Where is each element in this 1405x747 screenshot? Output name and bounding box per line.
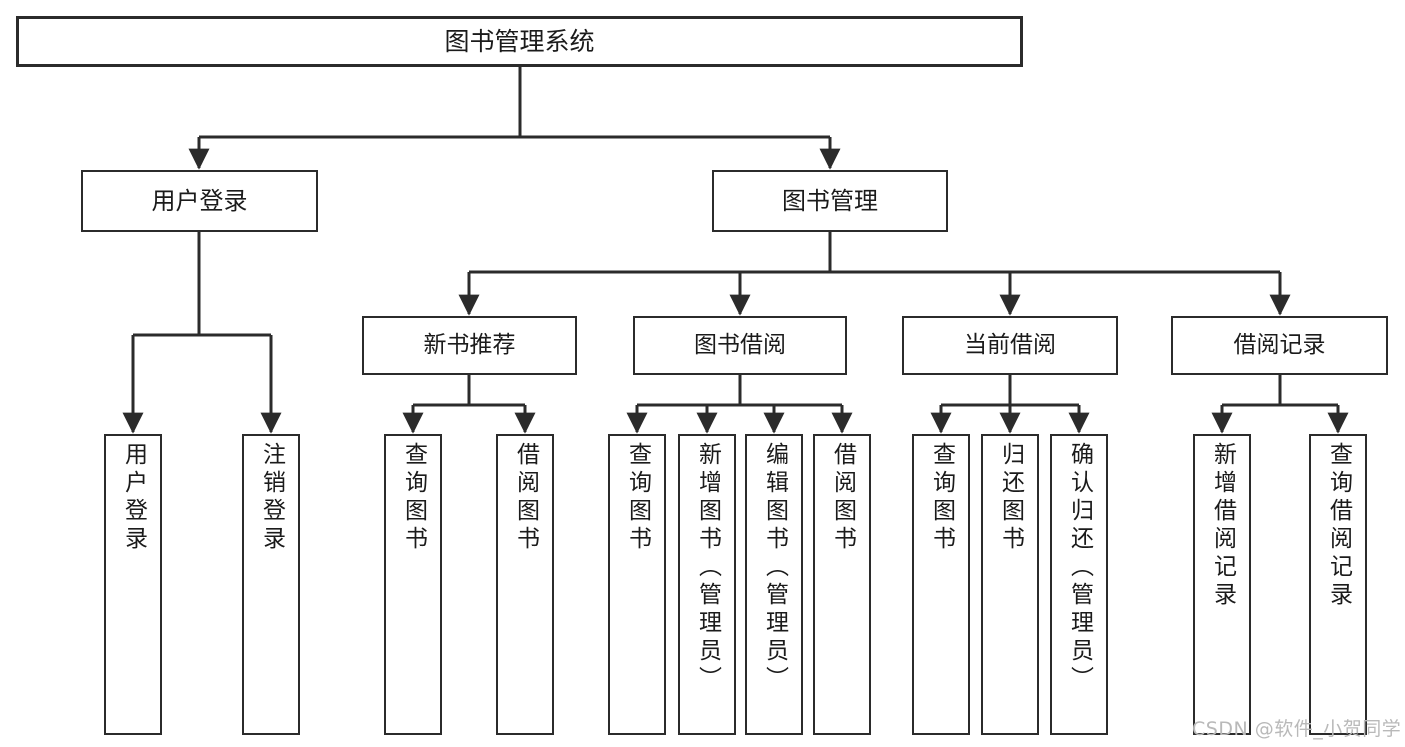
leaf-label: 查询图书 — [928, 442, 955, 554]
node-user-login[interactable]: 用户登录 — [81, 170, 318, 232]
leaf-label: 查询借阅记录 — [1325, 442, 1352, 610]
leaf-add-borrow-record[interactable]: 新增借阅记录 — [1193, 434, 1251, 735]
leaf-edit-book-admin[interactable]: 编辑图书（管理员） — [745, 434, 803, 735]
leaf-logout[interactable]: 注销登录 — [242, 434, 300, 735]
leaf-label: 查询图书 — [400, 442, 427, 554]
node-book-borrow-label: 图书借阅 — [694, 331, 786, 358]
leaf-query-borrow-record[interactable]: 查询借阅记录 — [1309, 434, 1367, 735]
leaf-label: 注销登录 — [258, 442, 285, 554]
node-borrow-record[interactable]: 借阅记录 — [1171, 316, 1388, 375]
node-root[interactable]: 图书管理系统 — [16, 16, 1023, 67]
node-new-book-recommend[interactable]: 新书推荐 — [362, 316, 577, 375]
node-current-borrow[interactable]: 当前借阅 — [902, 316, 1118, 375]
leaf-borrow-book-recommend[interactable]: 借阅图书 — [496, 434, 554, 735]
leaf-label: 归还图书 — [997, 442, 1024, 554]
leaf-label: 用户登录 — [120, 442, 147, 554]
leaf-return-book[interactable]: 归还图书 — [981, 434, 1039, 735]
leaf-query-book-recommend[interactable]: 查询图书 — [384, 434, 442, 735]
leaf-add-book-admin[interactable]: 新增图书（管理员） — [678, 434, 736, 735]
leaf-confirm-return-admin[interactable]: 确认归还（管理员） — [1050, 434, 1108, 735]
leaf-label: 查询图书 — [624, 442, 651, 554]
node-book-manage-label: 图书管理 — [782, 186, 878, 215]
node-book-borrow[interactable]: 图书借阅 — [633, 316, 847, 375]
csdn-watermark: CSDN @软件_小贺同学 — [1192, 718, 1402, 740]
node-current-borrow-label: 当前借阅 — [964, 331, 1056, 358]
leaf-query-book[interactable]: 查询图书 — [608, 434, 666, 735]
leaf-label: 确认归还（管理员） — [1066, 442, 1093, 694]
leaf-label: 编辑图书（管理员） — [761, 442, 788, 694]
node-root-label: 图书管理系统 — [444, 26, 595, 56]
node-borrow-record-label: 借阅记录 — [1233, 331, 1326, 358]
node-new-book-recommend-label: 新书推荐 — [423, 331, 516, 358]
leaf-label: 借阅图书 — [829, 442, 856, 554]
node-user-login-label: 用户登录 — [151, 186, 248, 215]
leaf-borrow-book[interactable]: 借阅图书 — [813, 434, 871, 735]
leaf-query-book-current[interactable]: 查询图书 — [912, 434, 970, 735]
leaf-label: 新增借阅记录 — [1209, 442, 1236, 610]
leaf-label: 借阅图书 — [512, 442, 539, 554]
leaf-label: 新增图书（管理员） — [694, 442, 721, 694]
leaf-user-login[interactable]: 用户登录 — [104, 434, 162, 735]
node-book-manage[interactable]: 图书管理 — [712, 170, 948, 232]
